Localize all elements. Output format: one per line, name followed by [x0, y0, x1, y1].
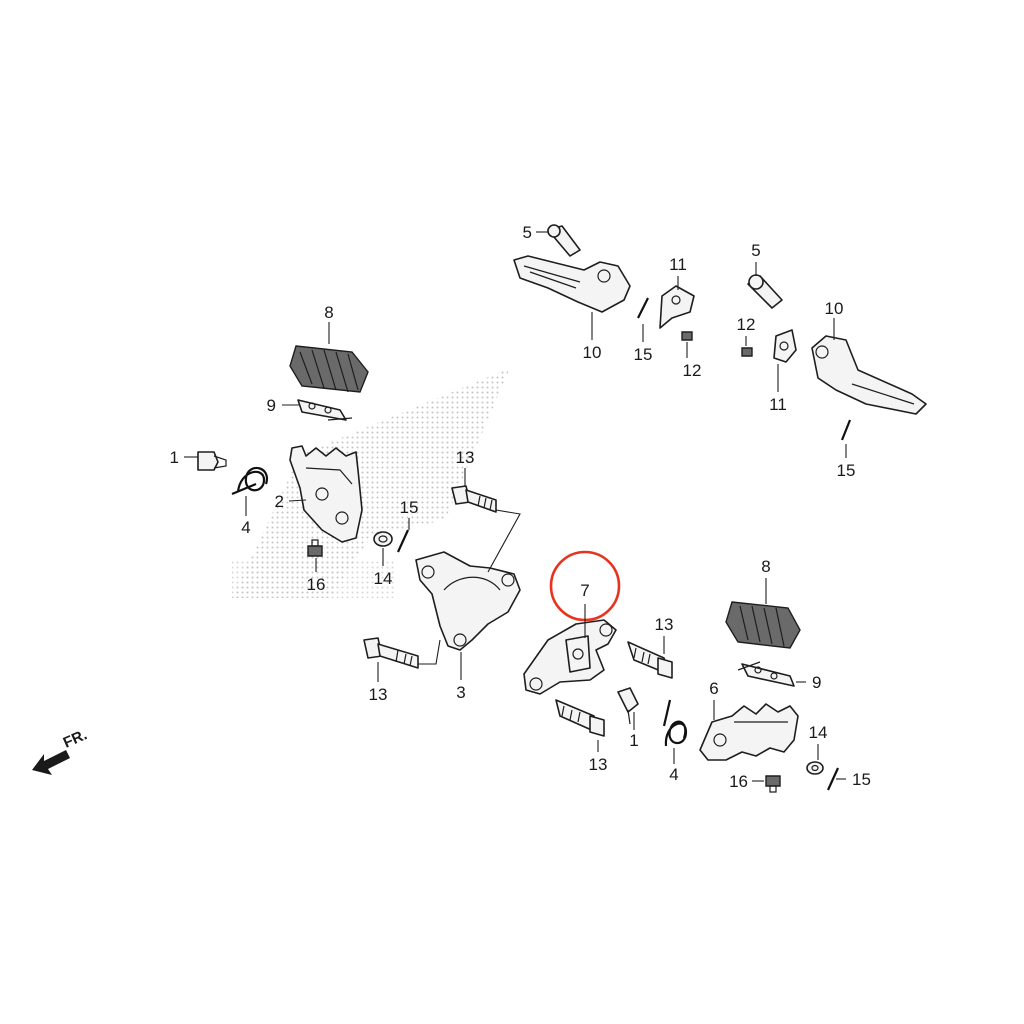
screw-12-right: [741, 347, 753, 357]
label-13-d: 13: [589, 755, 608, 774]
label-14-right: 14: [809, 723, 828, 742]
label-7: 7: [580, 581, 589, 600]
pivot-pin-right: [617, 687, 639, 725]
footpeg-left: [289, 445, 363, 543]
label-10-right: 10: [825, 299, 844, 318]
clip-11-left: [659, 285, 695, 329]
label-14-left: 14: [374, 569, 393, 588]
label-12-left: 12: [683, 361, 702, 380]
bolt-13-center-right: [627, 641, 673, 679]
pin-15-left: [396, 529, 410, 553]
bracket-left: [415, 551, 521, 651]
pin-15-upper-left: [637, 297, 649, 319]
bolt-13-upper-left: [451, 485, 497, 513]
bolt-16-left: [307, 539, 323, 557]
callout-labels: 8 9 1 2 4 13 15 14 16 13 3 7 13 13 1 4 6…: [170, 223, 871, 791]
front-direction-indicator: FR.: [32, 726, 90, 775]
leader-bolt-bracket-b: [418, 639, 441, 665]
footpeg-rubber-left: [289, 345, 369, 393]
washer-14-left: [373, 531, 393, 547]
footpeg-plate-right: [741, 663, 795, 687]
label-13-b: 13: [369, 685, 388, 704]
spring-left: [231, 467, 269, 496]
bracket-plate-7: [523, 619, 617, 695]
bolt-13-lower-left: [363, 637, 419, 669]
footpeg-rubber-right: [725, 601, 801, 649]
label-12-right: 12: [737, 315, 756, 334]
bolt-5-right: [747, 274, 783, 309]
label-11-right: 11: [769, 395, 787, 414]
label-1-right: 1: [629, 731, 638, 750]
label-8-left: 8: [324, 303, 333, 322]
label-13-c: 13: [655, 615, 674, 634]
bolt-13-center-lower: [555, 699, 605, 737]
label-10-left: 10: [583, 343, 602, 362]
label-3: 3: [456, 683, 465, 702]
spring-right: [662, 699, 688, 747]
leader-bolt-bracket-a: [487, 509, 521, 573]
front-label: FR.: [61, 726, 90, 751]
pin-15-right-lower: [826, 767, 840, 791]
washer-14-right: [806, 761, 824, 775]
front-arrow-icon: [32, 750, 70, 775]
label-15-c: 15: [634, 345, 653, 364]
label-4-left: 4: [241, 518, 250, 537]
footpeg-right: [699, 703, 799, 761]
label-11-left: 11: [669, 255, 687, 274]
label-8-right: 8: [761, 557, 770, 576]
screw-12-left: [681, 331, 693, 341]
footpeg-plate-left: [297, 399, 347, 421]
label-5-left: 5: [523, 223, 532, 242]
label-15-d: 15: [837, 461, 856, 480]
passenger-peg-right: [811, 335, 927, 415]
pivot-pin-left: [197, 451, 227, 471]
pin-left: [327, 417, 353, 421]
label-16-left: 16: [307, 575, 326, 594]
clip-11-right: [773, 329, 797, 363]
label-16-right: 16: [729, 772, 748, 791]
label-9-right: 9: [812, 673, 821, 692]
label-13-a: 13: [456, 448, 475, 467]
pin-right: [737, 661, 761, 671]
label-1-left: 1: [170, 448, 179, 467]
passenger-peg-left: [513, 255, 631, 313]
label-2: 2: [275, 492, 284, 511]
label-9-left: 9: [267, 396, 276, 415]
label-15-b: 15: [852, 770, 871, 789]
label-4-right: 4: [669, 765, 678, 784]
leader-lines: [184, 231, 847, 782]
bolt-16-right: [765, 775, 781, 793]
pin-15-upper-right: [840, 419, 852, 441]
label-5-right: 5: [751, 241, 760, 260]
label-15-a: 15: [400, 498, 419, 517]
bolt-5-left: [547, 224, 581, 257]
watermark: [232, 368, 510, 598]
label-6: 6: [709, 679, 718, 698]
